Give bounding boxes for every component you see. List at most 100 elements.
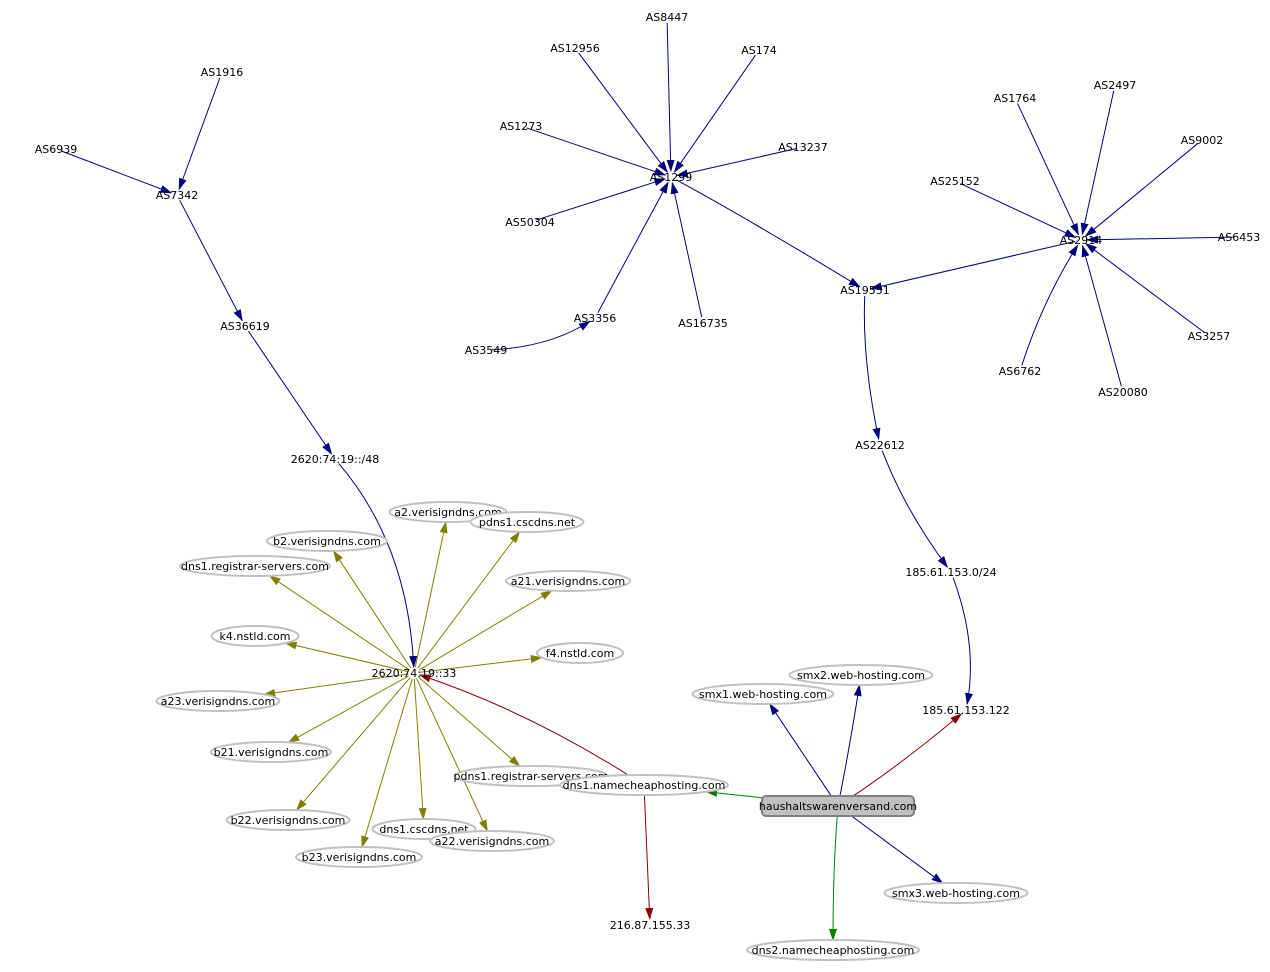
node-as174-label: AS174 — [741, 44, 777, 57]
node-b22-label: b22.verisigndns.com — [231, 814, 346, 827]
node-a21-ellipse — [505, 570, 631, 592]
node-as3257-label: AS3257 — [1188, 330, 1231, 343]
node-as3549: AS3549 — [465, 344, 508, 357]
edge-root-smx2 — [839, 684, 862, 797]
edge-as19551-as22612 — [863, 295, 881, 441]
node-b21-label: b21.verisigndns.com — [214, 746, 329, 759]
node-prefix_v6: 2620:74:19::/48 — [291, 453, 380, 466]
node-as2914: AS2914 — [1060, 234, 1103, 247]
node-a21-label: a21.verisigndns.com — [511, 575, 626, 588]
node-as1916: AS1916 — [201, 66, 244, 79]
node-as3356: AS3356 — [574, 312, 617, 325]
node-b21: b21.verisigndns.com — [210, 741, 332, 763]
node-pdns1_csc-ellipse — [469, 511, 585, 533]
node-smx2-label: smx2.web-hosting.com — [797, 669, 925, 682]
node-pdns1_csc-label: pdns1.cscdns.net — [479, 516, 576, 529]
node-as36619-label: AS36619 — [220, 320, 270, 333]
node-as8447-label: AS8447 — [646, 11, 689, 24]
node-as1273-label: AS1273 — [500, 120, 543, 133]
edge-as2914-as19551 — [869, 240, 1076, 291]
node-smx2-ellipse — [788, 664, 934, 686]
node-ip_216: 216.87.155.33 — [610, 919, 690, 932]
edge-layer — [61, 22, 1234, 941]
edge-as9002-as2914 — [1084, 143, 1198, 237]
node-as13237-label: AS13237 — [778, 141, 828, 154]
node-prefix_v4-label: 185.61.153.0/24 — [905, 566, 996, 579]
node-as6939-label: AS6939 — [35, 143, 78, 156]
edge-ip_v6-b2 — [333, 550, 412, 669]
edge-ip_v6-dns1_reg — [268, 575, 410, 671]
edge-as1299-as19551 — [676, 179, 861, 288]
edge-as1273-as1299 — [526, 127, 667, 176]
node-as3549-label: AS3549 — [465, 344, 508, 357]
node-as2497: AS2497 — [1094, 79, 1137, 92]
node-smx3: smx3.web-hosting.com — [883, 882, 1029, 904]
edge-as36619-prefix_v6 — [247, 330, 333, 455]
node-as25152-label: AS25152 — [930, 175, 980, 188]
node-as1764-label: AS1764 — [994, 92, 1037, 105]
node-b23: b23.verisigndns.com — [295, 846, 423, 868]
edge-dns1_nc-ip_216 — [643, 794, 654, 921]
node-prefix_v6-label: 2620:74:19::/48 — [291, 453, 380, 466]
node-a22-ellipse — [429, 830, 555, 852]
node-b23-ellipse — [295, 846, 423, 868]
node-as13237: AS13237 — [778, 141, 828, 154]
node-f4: f4.nstld.com — [536, 642, 624, 664]
edge-as3549-as3356 — [491, 320, 591, 351]
edge-root-ip_v4 — [852, 713, 963, 797]
node-ip_v4-label: 185.61.153.122 — [922, 704, 1009, 717]
edge-as1916-as7342 — [178, 77, 221, 191]
node-as25152: AS25152 — [930, 175, 980, 188]
edge-prefix_v6-ip_v6 — [338, 463, 418, 669]
node-a23-label: a23.verisigndns.com — [161, 695, 276, 708]
node-as16735-label: AS16735 — [678, 317, 728, 330]
node-dns2_nc: dns2.namecheaphosting.com — [746, 939, 920, 961]
edge-root-smx1 — [769, 703, 832, 797]
node-as50304-label: AS50304 — [505, 216, 555, 229]
node-ip_v4: 185.61.153.122 — [922, 704, 1009, 717]
edge-root-smx3 — [851, 815, 944, 884]
node-a23: a23.verisigndns.com — [155, 690, 281, 712]
node-as1273: AS1273 — [500, 120, 543, 133]
node-a21: a21.verisigndns.com — [505, 570, 631, 592]
node-a2-label: a2.verisigndns.com — [394, 506, 502, 519]
node-b2-label: b2.verisigndns.com — [273, 535, 381, 548]
node-as6939: AS6939 — [35, 143, 78, 156]
node-as19551-label: AS19551 — [840, 284, 890, 297]
node-k4-ellipse — [210, 625, 300, 647]
edge-as174-as1299 — [673, 54, 756, 173]
node-as6453: AS6453 — [1218, 231, 1261, 244]
edge-ip_v6-dns1_csc — [413, 678, 427, 820]
edge-as22612-prefix_v4 — [881, 450, 949, 568]
node-ip_216-label: 216.87.155.33 — [610, 919, 690, 932]
node-dns2_nc-ellipse — [746, 939, 920, 961]
edge-as3356-as1299 — [597, 181, 669, 313]
edge-as25152-as2914 — [960, 183, 1077, 238]
edge-as6762-as2914 — [1021, 244, 1079, 366]
edge-ip_v6-pdns1_csc — [417, 531, 521, 669]
edge-ip_v6-a23 — [263, 673, 409, 697]
node-smx3-label: smx3.web-hosting.com — [892, 887, 1020, 900]
edge-ip_v6-f4 — [419, 654, 543, 673]
node-ip_v6-label: 2620:74:19::33 — [372, 667, 457, 680]
edge-as1764-as2914 — [1017, 103, 1079, 236]
node-as12956: AS12956 — [550, 42, 600, 55]
node-as19551: AS19551 — [840, 284, 890, 297]
node-a22: a22.verisigndns.com — [429, 830, 555, 852]
edge-root-dns2_nc — [829, 815, 838, 941]
node-b23-label: b23.verisigndns.com — [302, 851, 417, 864]
node-as22612-label: AS22612 — [855, 439, 905, 452]
node-as8447: AS8447 — [646, 11, 689, 24]
node-as6762: AS6762 — [999, 365, 1042, 378]
node-dns2_nc-label: dns2.namecheaphosting.com — [752, 944, 915, 957]
edge-ip_v6-a2 — [414, 521, 448, 668]
node-dns1_nc: dns1.namecheaphosting.com — [559, 774, 729, 796]
node-a22-label: a22.verisigndns.com — [435, 835, 550, 848]
node-a23-ellipse — [155, 690, 281, 712]
node-prefix_v4: 185.61.153.0/24 — [905, 566, 996, 579]
node-as20080-label: AS20080 — [1098, 386, 1148, 399]
edge-ip_v6-k4 — [284, 641, 409, 673]
node-as1764: AS1764 — [994, 92, 1037, 105]
node-as20080: AS20080 — [1098, 386, 1148, 399]
edge-as8447-as1299 — [666, 22, 675, 173]
